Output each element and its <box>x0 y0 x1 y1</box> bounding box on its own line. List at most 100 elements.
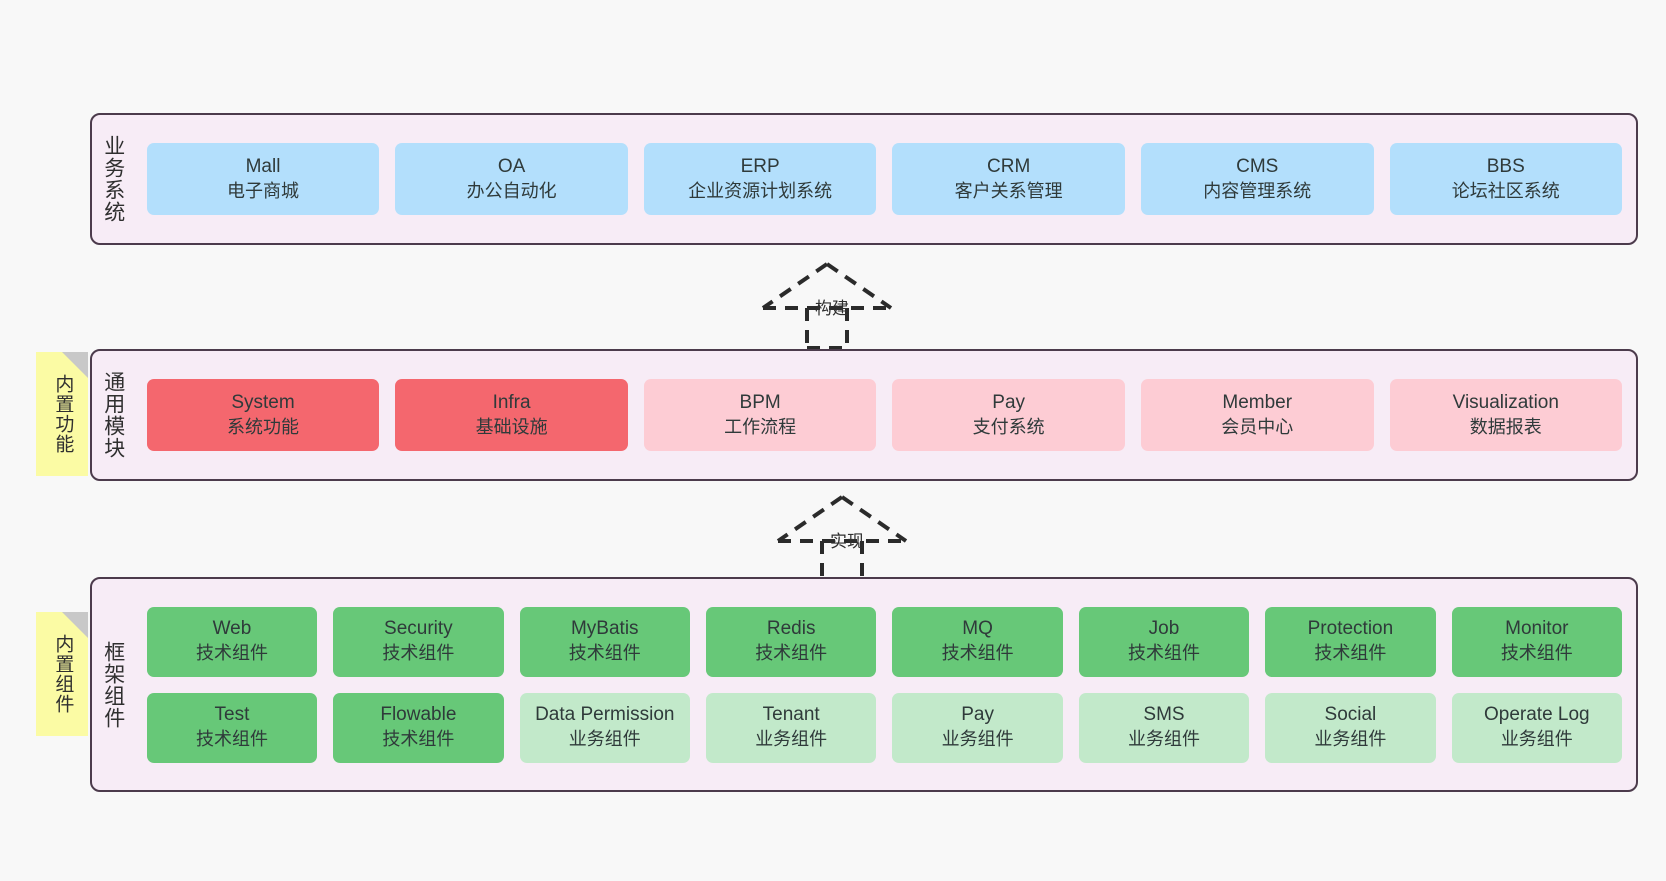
card-title: Redis <box>766 618 816 640</box>
layer-common-modules: 通用模块 System 系统功能 Infra 基础设施 BPM 工作流程 Pay… <box>90 349 1638 481</box>
note-text: 内置功能 <box>52 374 74 454</box>
card-subtitle: 业务组件 <box>941 729 1014 750</box>
layer-business-body: Mall 电子商城 OA 办公自动化 ERP 企业资源计划系统 CRM 客户关系… <box>133 115 1636 243</box>
card-sms[interactable]: SMS 业务组件 <box>1078 692 1250 763</box>
arrow-build-label: 构建 <box>815 299 849 318</box>
card-title: Mall <box>245 155 281 177</box>
card-title: Monitor <box>1505 618 1569 640</box>
card-data-permission[interactable]: Data Permission 业务组件 <box>519 692 690 763</box>
card-subtitle: 技术组件 <box>568 643 641 664</box>
card-title: Member <box>1222 391 1293 413</box>
card-tenant[interactable]: Tenant 业务组件 <box>705 692 877 763</box>
card-subtitle: 客户关系管理 <box>954 180 1063 201</box>
card-visualization[interactable]: Visualization 数据报表 <box>1389 379 1623 451</box>
card-title: OA <box>497 155 526 177</box>
card-subtitle: 业务组件 <box>1128 729 1200 750</box>
layer-business-systems: 业务系统 Mall 电子商城 OA 办公自动化 ERP 企业资源计划系统 CRM… <box>90 113 1638 245</box>
card-subtitle: 企业资源计划系统 <box>688 180 833 201</box>
card-title: Job <box>1148 618 1180 640</box>
card-infra[interactable]: Infra 基础设施 <box>395 379 628 451</box>
card-flowable[interactable]: Flowable 技术组件 <box>333 692 504 763</box>
card-title: Visualization <box>1452 391 1559 413</box>
card-security[interactable]: Security 技术组件 <box>333 606 504 677</box>
note-builtin-functions: 内置功能 <box>36 352 88 476</box>
layer-business-caption: 业务系统 <box>101 135 125 223</box>
card-pay-module[interactable]: Pay 支付系统 <box>892 379 1125 451</box>
note-builtin-components: 内置组件 <box>36 612 88 736</box>
note-fold-corner-icon <box>62 612 88 638</box>
card-crm[interactable]: CRM 客户关系管理 <box>892 143 1125 215</box>
arrow-implement: 实现 <box>772 491 912 583</box>
card-title: Flowable <box>380 704 457 726</box>
card-subtitle: 技术组件 <box>755 643 828 664</box>
note-fold-corner-icon <box>62 352 88 378</box>
card-protection[interactable]: Protection 技术组件 <box>1265 606 1436 677</box>
card-subtitle: 技术组件 <box>941 643 1014 664</box>
card-subtitle: 业务组件 <box>755 729 828 750</box>
card-redis[interactable]: Redis 技术组件 <box>705 606 877 677</box>
card-title: CRM <box>987 155 1031 177</box>
card-title: BBS <box>1486 155 1525 177</box>
card-subtitle: 内容管理系统 <box>1203 180 1312 201</box>
card-bbs[interactable]: BBS 论坛社区系统 <box>1389 143 1623 215</box>
card-title: BPM <box>739 391 781 413</box>
card-subtitle: 技术组件 <box>382 729 455 750</box>
card-subtitle: 技术组件 <box>1500 643 1573 664</box>
card-member[interactable]: Member 会员中心 <box>1140 379 1374 451</box>
card-subtitle: 电子商城 <box>227 180 300 201</box>
layer-framework-body: Web 技术组件 Security 技术组件 MyBatis 技术组件 Redi… <box>133 579 1636 790</box>
arrow-implement-label: 实现 <box>830 532 864 551</box>
card-subtitle: 论坛社区系统 <box>1451 180 1560 201</box>
layer-framework-caption: 框架组件 <box>101 640 125 729</box>
card-operate-log[interactable]: Operate Log 业务组件 <box>1451 692 1623 763</box>
framework-card-row-tech: Web 技术组件 Security 技术组件 MyBatis 技术组件 Redi… <box>146 606 1623 677</box>
business-card-row: Mall 电子商城 OA 办公自动化 ERP 企业资源计划系统 CRM 客户关系… <box>146 143 1623 215</box>
card-title: Pay <box>961 704 994 726</box>
card-title: Tenant <box>762 704 820 726</box>
card-web[interactable]: Web 技术组件 <box>146 606 318 677</box>
card-title: CMS <box>1236 155 1279 177</box>
card-title: SMS <box>1143 704 1185 726</box>
card-title: ERP <box>740 155 780 177</box>
card-title: Web <box>212 618 252 640</box>
card-subtitle: 业务组件 <box>1314 729 1387 750</box>
arrow-build: 构建 <box>757 258 897 350</box>
card-title: Infra <box>492 391 531 413</box>
card-bpm[interactable]: BPM 工作流程 <box>643 379 877 451</box>
card-mall[interactable]: Mall 电子商城 <box>146 143 380 215</box>
card-monitor[interactable]: Monitor 技术组件 <box>1451 606 1623 677</box>
card-oa[interactable]: OA 办公自动化 <box>395 143 628 215</box>
card-subtitle: 工作流程 <box>724 416 797 437</box>
note-text: 内置组件 <box>52 634 74 714</box>
card-subtitle: 数据报表 <box>1469 416 1542 437</box>
card-title: System <box>231 391 295 413</box>
layer-common-caption: 通用模块 <box>101 371 125 459</box>
card-subtitle: 技术组件 <box>1128 643 1200 664</box>
card-title: Data Permission <box>535 704 675 726</box>
card-subtitle: 系统功能 <box>227 416 300 437</box>
layer-framework-components: 框架组件 Web 技术组件 Security 技术组件 MyBatis 技术组件… <box>90 577 1638 792</box>
card-erp[interactable]: ERP 企业资源计划系统 <box>643 143 877 215</box>
common-card-row: System 系统功能 Infra 基础设施 BPM 工作流程 Pay 支付系统… <box>146 379 1623 451</box>
card-system[interactable]: System 系统功能 <box>146 379 380 451</box>
card-subtitle: 会员中心 <box>1221 416 1294 437</box>
card-subtitle: 技术组件 <box>195 729 268 750</box>
card-mq[interactable]: MQ 技术组件 <box>892 606 1063 677</box>
layer-common-body: System 系统功能 Infra 基础设施 BPM 工作流程 Pay 支付系统… <box>133 351 1636 479</box>
card-cms[interactable]: CMS 内容管理系统 <box>1140 143 1374 215</box>
framework-card-row-business: Test 技术组件 Flowable 技术组件 Data Permission … <box>146 692 1623 763</box>
card-title: Security <box>384 618 453 640</box>
card-subtitle: 办公自动化 <box>466 180 557 201</box>
card-mybatis[interactable]: MyBatis 技术组件 <box>519 606 690 677</box>
card-title: Protection <box>1307 618 1394 640</box>
card-social[interactable]: Social 业务组件 <box>1265 692 1436 763</box>
card-subtitle: 支付系统 <box>972 416 1045 437</box>
card-pay-component[interactable]: Pay 业务组件 <box>892 692 1063 763</box>
card-subtitle: 技术组件 <box>382 643 455 664</box>
card-title: Operate Log <box>1483 704 1590 726</box>
card-test[interactable]: Test 技术组件 <box>146 692 318 763</box>
card-title: MQ <box>962 618 993 640</box>
card-title: Test <box>214 704 250 726</box>
card-job[interactable]: Job 技术组件 <box>1078 606 1250 677</box>
